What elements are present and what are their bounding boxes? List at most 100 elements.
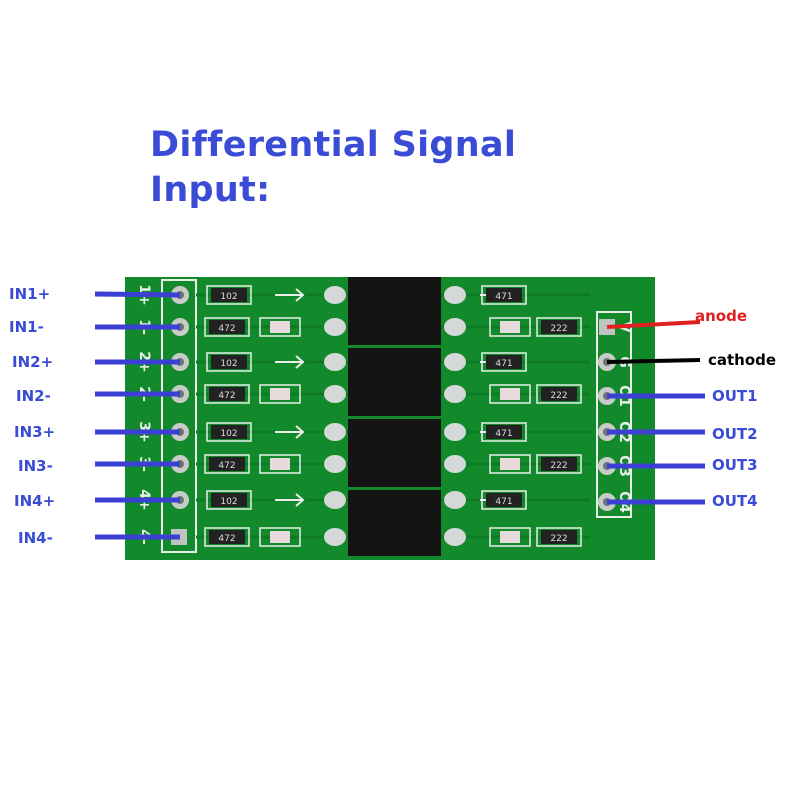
output-label-out4: OUT4 — [712, 492, 758, 510]
resistor-body — [209, 457, 245, 471]
resistor-body — [486, 493, 522, 507]
resistor-body — [541, 387, 577, 401]
input-label-in4minus: IN4- — [18, 529, 53, 547]
optocoupler-chip — [348, 490, 441, 556]
resistor-code: 472 — [218, 461, 235, 471]
resistor-body — [211, 288, 247, 302]
resistor-body — [209, 530, 245, 544]
resistor-body — [211, 493, 247, 507]
input-label-in1minus: IN1- — [9, 318, 44, 336]
led-icon — [500, 388, 520, 400]
optocoupler-chip — [348, 419, 441, 487]
resistor-body — [211, 355, 247, 369]
input-label-in2minus: IN2- — [16, 387, 51, 405]
right-header-outline — [596, 311, 632, 518]
ic-lead — [324, 491, 346, 509]
resistor-outline — [481, 285, 527, 305]
resistor-outline — [536, 317, 582, 337]
resistor-outline — [206, 352, 252, 372]
output-label-out1: OUT1 — [712, 387, 758, 405]
ic-lead — [324, 318, 346, 336]
resistor-code: 222 — [550, 391, 567, 401]
title-line-1: Differential Signal — [150, 125, 517, 165]
arrow-icon — [275, 288, 305, 302]
input-label-in3plus: IN3+ — [14, 423, 56, 441]
led-icon — [500, 458, 520, 470]
resistor-body — [541, 530, 577, 544]
led-icon — [270, 458, 290, 470]
resistor-outline — [536, 384, 582, 404]
cathode-label: cathode — [708, 351, 777, 369]
resistor-outline — [536, 527, 582, 547]
ic-lead — [444, 353, 466, 371]
resistor-body — [486, 288, 522, 302]
led-outline — [489, 317, 531, 337]
cathode-wire — [606, 358, 701, 364]
output-label-out2: OUT2 — [712, 425, 758, 443]
input-label-in1plus: IN1+ — [9, 285, 51, 303]
resistor-code: 102 — [220, 359, 237, 369]
input-label-in3minus: IN3- — [18, 457, 53, 475]
ic-lead — [444, 455, 466, 473]
resistor-code: 471 — [495, 497, 512, 507]
resistor-outline — [204, 384, 250, 404]
resistor-code: 472 — [218, 324, 235, 334]
ic-lead — [444, 385, 466, 403]
resistor-outline — [481, 490, 527, 510]
ic-lead — [324, 423, 346, 441]
led-outline — [489, 454, 531, 474]
resistor-outline — [206, 422, 252, 442]
resistor-outline — [536, 454, 582, 474]
resistor-code: 102 — [220, 497, 237, 507]
arrow-icon — [275, 493, 305, 507]
optocoupler-chip — [348, 277, 441, 345]
resistor-body — [486, 425, 522, 439]
resistor-code: 472 — [218, 534, 235, 544]
led-outline — [489, 384, 531, 404]
resistor-code: 222 — [550, 534, 567, 544]
title-line-2: Input: — [150, 170, 271, 210]
led-outline — [259, 317, 301, 337]
led-icon — [270, 388, 290, 400]
resistor-body — [541, 457, 577, 471]
ic-lead — [324, 286, 346, 304]
led-outline — [259, 454, 301, 474]
resistor-outline — [204, 317, 250, 337]
led-outline — [489, 527, 531, 547]
resistor-code: 102 — [220, 429, 237, 439]
input-label-in2plus: IN2+ — [12, 353, 54, 371]
resistor-code: 222 — [550, 324, 567, 334]
resistor-body — [541, 320, 577, 334]
resistor-code: 472 — [218, 391, 235, 401]
ic-lead — [444, 528, 466, 546]
resistor-code: 102 — [220, 292, 237, 302]
ic-lead — [324, 353, 346, 371]
resistor-body — [209, 387, 245, 401]
optocoupler-chip — [348, 348, 441, 416]
output-label-out3: OUT3 — [712, 456, 758, 474]
anode-wire — [606, 320, 701, 329]
left-header-outline — [161, 279, 197, 553]
resistor-outline — [206, 285, 252, 305]
resistor-outline — [204, 454, 250, 474]
resistor-outline — [206, 490, 252, 510]
led-icon — [270, 321, 290, 333]
resistor-outline — [481, 422, 527, 442]
led-icon — [500, 531, 520, 543]
ic-lead — [444, 286, 466, 304]
resistor-code: 471 — [495, 292, 512, 302]
resistor-body — [209, 320, 245, 334]
ic-lead — [324, 385, 346, 403]
resistor-code: 471 — [495, 429, 512, 439]
ic-lead — [444, 491, 466, 509]
resistor-body — [211, 425, 247, 439]
ic-lead — [444, 423, 466, 441]
anode-label: anode — [695, 307, 748, 325]
led-icon — [270, 531, 290, 543]
ic-lead — [324, 528, 346, 546]
led-icon — [500, 321, 520, 333]
ic-lead — [324, 455, 346, 473]
led-outline — [259, 384, 301, 404]
